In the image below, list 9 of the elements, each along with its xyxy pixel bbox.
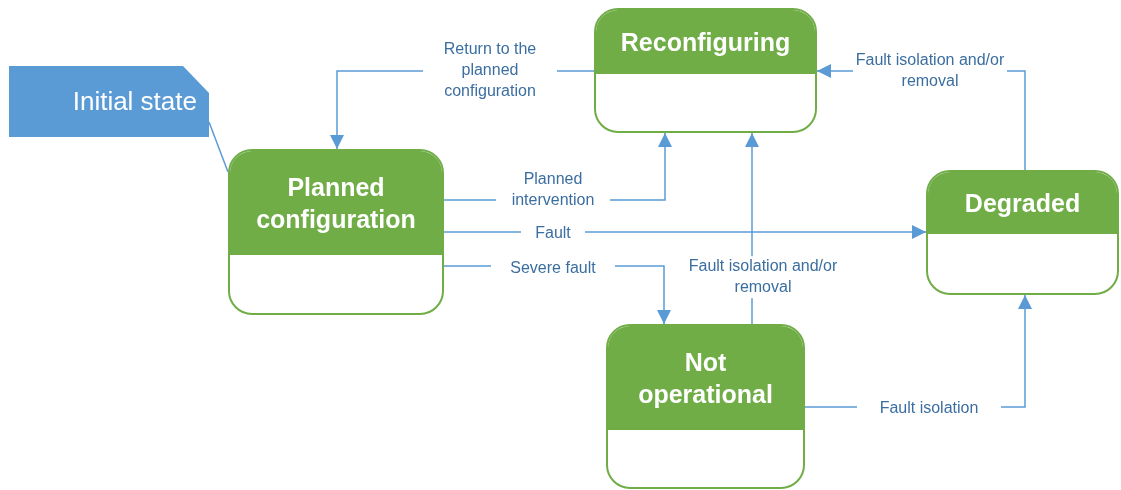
state-box bbox=[606, 324, 805, 489]
state-box bbox=[926, 170, 1119, 295]
note-shape: Initial state bbox=[9, 66, 209, 137]
state-title: Reconfiguring bbox=[596, 10, 815, 74]
state-title: Degraded bbox=[928, 172, 1117, 234]
state-box bbox=[228, 149, 444, 315]
state-title: Not operational bbox=[608, 326, 803, 430]
state-title: Planned configuration bbox=[230, 151, 442, 255]
state-box bbox=[594, 8, 817, 133]
